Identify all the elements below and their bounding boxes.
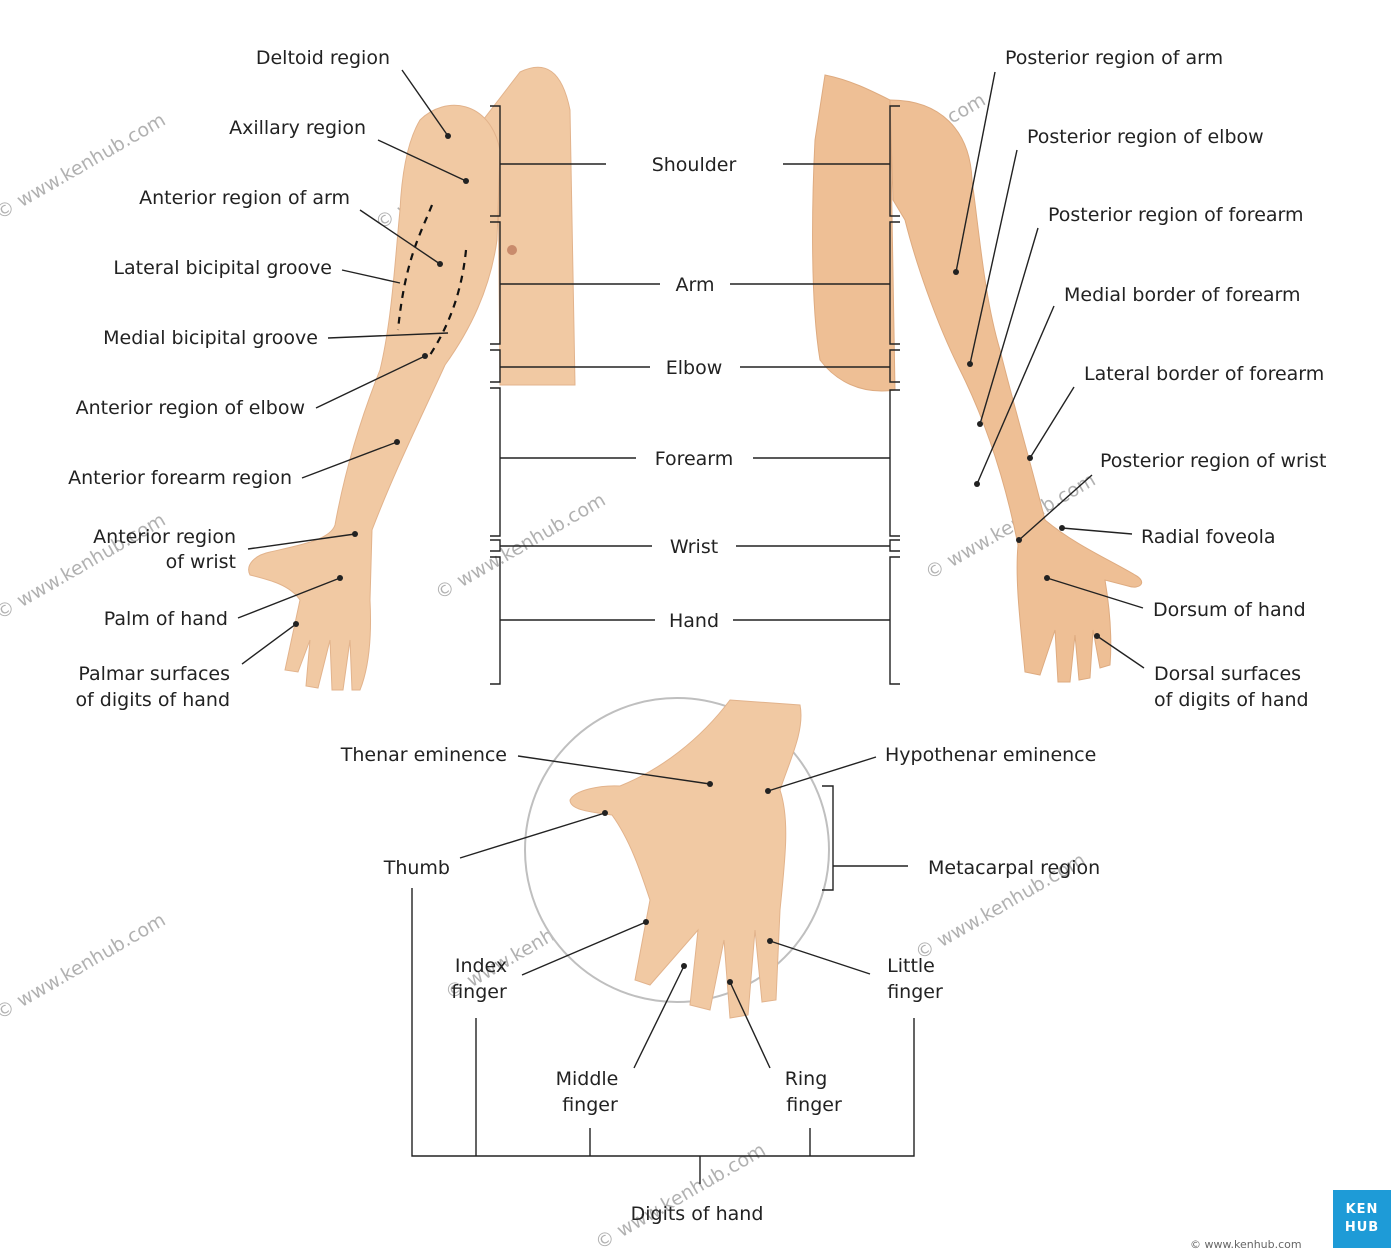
label-radial-foveola: Radial foveola [1141,526,1276,548]
kenhub-logo: KEN HUB [1333,1190,1391,1248]
left-labels: Deltoid region Axillary region Anterior … [68,47,469,711]
logo-line-2: HUB [1344,1220,1380,1235]
label-dorsal-surfaces-1: Dorsal surfaces [1154,663,1301,685]
label-elbow: Elbow [666,357,723,379]
label-hypothenar-eminence: Hypothenar eminence [885,744,1096,766]
posterior-arm-illustration [812,74,1143,683]
hand-closeup [524,697,830,1019]
label-posterior-region-of-elbow: Posterior region of elbow [1027,126,1264,148]
label-posterior-region-of-arm: Posterior region of arm [1005,47,1223,69]
label-shoulder: Shoulder [652,154,737,176]
label-middle-finger-2: finger [562,1094,618,1116]
anterior-arm-illustration [248,66,576,691]
label-dorsal-surfaces-2: of digits of hand [1154,689,1309,711]
label-arm: Arm [676,274,715,296]
label-medial-bicipital-groove: Medial bicipital groove [103,327,318,349]
label-thenar-eminence: Thenar eminence [340,744,507,766]
label-lateral-border-of-forearm: Lateral border of forearm [1084,363,1324,385]
watermark: © www.kenhub.com [0,909,169,1024]
label-palm-of-hand: Palm of hand [104,608,228,630]
right-labels: Posterior region of arm Posterior region… [953,47,1326,711]
label-digits-of-hand: Digits of hand [631,1203,764,1225]
label-axillary-region: Axillary region [229,117,366,139]
label-hand: Hand [669,610,719,632]
label-index-finger-2: finger [451,981,507,1003]
nipple [507,245,517,255]
medial-groove-dash [427,249,468,359]
logo-line-1: KEN [1345,1202,1379,1217]
label-metacarpal-region: Metacarpal region [928,857,1100,879]
palm-shape [569,699,802,1019]
label-anterior-region-of-wrist-1: Anterior region [93,526,236,548]
label-deltoid-region: Deltoid region [256,47,390,69]
label-anterior-region-of-elbow: Anterior region of elbow [76,397,305,419]
label-ring-finger-2: finger [786,1094,842,1116]
label-little-finger-2: finger [887,981,943,1003]
label-lateral-bicipital-groove: Lateral bicipital groove [113,257,332,279]
label-posterior-region-of-wrist: Posterior region of wrist [1100,450,1326,472]
label-dorsum-of-hand: Dorsum of hand [1153,599,1306,621]
label-anterior-region-of-arm: Anterior region of arm [139,187,350,209]
label-wrist: Wrist [670,536,718,558]
label-thumb: Thumb [383,857,450,879]
label-ring-finger-1: Ring [785,1068,828,1090]
label-medial-border-of-forearm: Medial border of forearm [1064,284,1301,306]
label-little-finger-1: Little [887,955,935,977]
posterior-back-shape [812,74,896,392]
label-anterior-forearm-region: Anterior forearm region [68,467,292,489]
copyright-text: © www.kenhub.com [1190,1238,1302,1251]
hand-labels: Thenar eminence Hypothenar eminence Thum… [340,744,1100,1225]
label-palmar-surfaces-2: of digits of hand [75,689,230,711]
label-anterior-region-of-wrist-2: of wrist [166,551,236,573]
center-brackets: Shoulder Arm Elbow Forearm Wrist Hand [490,105,900,685]
label-forearm: Forearm [655,448,734,470]
lateral-groove-dash [396,204,434,331]
label-middle-finger-1: Middle [556,1068,619,1090]
posterior-arm-shape [889,99,1143,683]
label-posterior-region-of-forearm: Posterior region of forearm [1048,204,1304,226]
label-palmar-surfaces-1: Palmar surfaces [78,663,230,685]
label-index-finger-1: Index [455,955,507,977]
